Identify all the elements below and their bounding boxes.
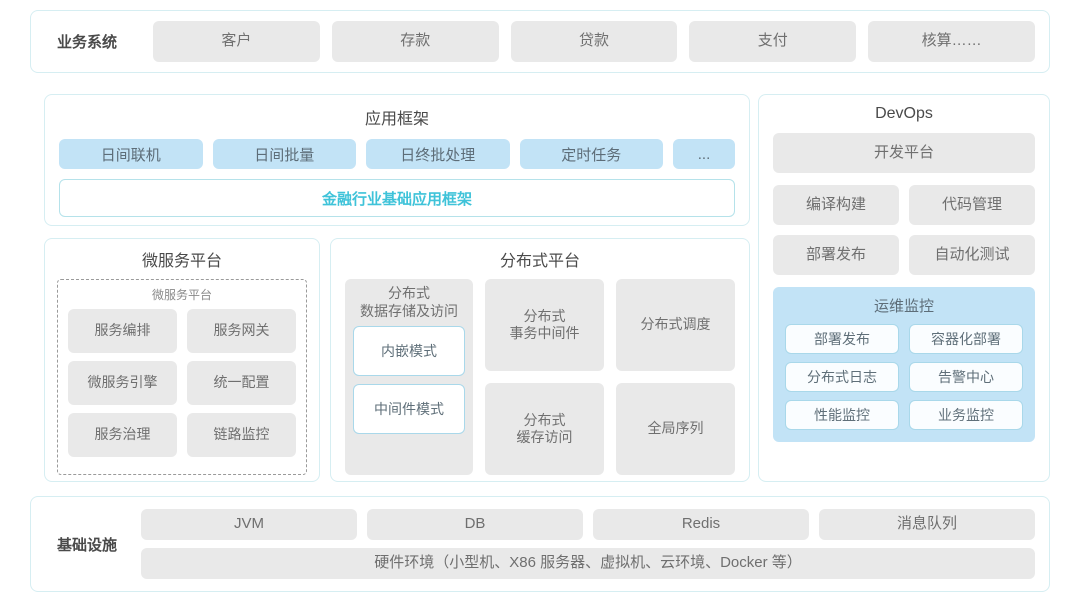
distributed-storage-mode-embedded[interactable]: 内嵌模式 [353,326,465,376]
microservice-item-engine[interactable]: 微服务引擎 [68,361,177,405]
infrastructure-item-message-queue[interactable]: 消息队列 [819,509,1035,540]
microservice-item-orchestration[interactable]: 服务编排 [68,309,177,353]
infrastructure-label: 基础设施 [57,536,118,554]
app-framework-item-daytime-online[interactable]: 日间联机 [59,139,203,169]
devops-item-deploy-release[interactable]: 部署发布 [773,235,899,275]
business-item-loan[interactable]: 贷款 [510,21,678,62]
microservice-platform-title: 微服务平台 [141,253,222,270]
ops-monitor-item-business-monitor[interactable]: 业务监控 [909,400,1023,430]
distributed-items-grid: 分布式 事务中间件 分布式调度 分布式 缓存访问 全局序列 [485,279,735,475]
ops-monitor-item-alert-center[interactable]: 告警中心 [909,362,1023,392]
business-system-label: 业务系统 [57,34,118,51]
app-framework-title: 应用框架 [364,111,429,128]
business-item-accounting[interactable]: 核算…… [868,21,1035,62]
infrastructure-panel: 基础设施 JVM DB Redis 消息队列 硬件环境（小型机、X86 服务器、… [30,496,1050,592]
distributed-storage-title: 分布式 数据存储及访问 [360,285,458,319]
ops-monitor-title: 运维监控 [873,298,934,315]
distributed-item-global-sequence[interactable]: 全局序列 [616,383,735,475]
infrastructure-content: JVM DB Redis 消息队列 硬件环境（小型机、X86 服务器、虚拟机、云… [141,509,1035,579]
infrastructure-hardware-bar[interactable]: 硬件环境（小型机、X86 服务器、虚拟机、云环境、Docker 等） [141,548,1035,579]
microservice-item-unified-config[interactable]: 统一配置 [187,361,296,405]
ops-monitor-item-container-deploy[interactable]: 容器化部署 [909,324,1023,354]
ops-monitor-item-deploy-release[interactable]: 部署发布 [785,324,899,354]
business-item-payment[interactable]: 支付 [689,21,857,62]
distributed-item-scheduling[interactable]: 分布式调度 [616,279,735,371]
microservice-platform-panel: 微服务平台 微服务平台 服务编排 服务网关 微服务引擎 统一配置 服务治理 链路… [44,238,320,482]
devops-item-compile-build[interactable]: 编译构建 [773,185,899,225]
devops-item-code-management[interactable]: 代码管理 [909,185,1035,225]
microservice-sub-title: 微服务平台 [151,288,212,302]
app-framework-item-daytime-batch[interactable]: 日间批量 [212,139,356,169]
distributed-item-cache-access[interactable]: 分布式 缓存访问 [485,383,604,475]
distributed-platform-title: 分布式平台 [499,253,580,270]
ops-monitor-group: 运维监控 部署发布 容器化部署 分布式日志 告警中心 性能监控 业务监控 [773,287,1035,442]
app-framework-base-bar[interactable]: 金融行业基础应用框架 [59,179,735,217]
ops-monitor-item-performance-monitor[interactable]: 性能监控 [785,400,899,430]
distributed-grid: 分布式 数据存储及访问 内嵌模式 中间件模式 分布式 事务中间件 分布式调度 分… [345,279,735,475]
app-framework-item-more[interactable]: ... [673,139,735,169]
microservice-item-governance[interactable]: 服务治理 [68,413,177,457]
app-framework-item-eod-batch[interactable]: 日终批处理 [366,139,510,169]
ops-monitor-item-distributed-log[interactable]: 分布式日志 [785,362,899,392]
devops-item-dev-platform[interactable]: 开发平台 [773,133,1035,173]
app-framework-panel: 应用框架 日间联机 日间批量 日终批处理 定时任务 ... 金融行业基础应用框架 [44,94,750,226]
distributed-storage-block[interactable]: 分布式 数据存储及访问 内嵌模式 中间件模式 [345,279,473,475]
distributed-storage-column: 分布式 数据存储及访问 内嵌模式 中间件模式 [345,279,473,475]
devops-panel: DevOps 开发平台 编译构建 代码管理 部署发布 自动化测试 运维监控 部署… [758,94,1050,482]
ops-monitor-grid: 部署发布 容器化部署 分布式日志 告警中心 性能监控 业务监控 [785,324,1023,430]
app-framework-chip-row: 日间联机 日间批量 日终批处理 定时任务 ... [59,139,735,169]
app-framework-item-scheduled-task[interactable]: 定时任务 [519,139,663,169]
devops-grid: 编译构建 代码管理 部署发布 自动化测试 [773,185,1035,275]
distributed-item-transaction-middleware[interactable]: 分布式 事务中间件 [485,279,604,371]
distributed-storage-mode-middleware[interactable]: 中间件模式 [353,384,465,434]
business-system-panel: 业务系统 客户 存款 贷款 支付 核算…… [30,10,1050,73]
infrastructure-item-redis[interactable]: Redis [593,509,809,540]
microservice-grid: 服务编排 服务网关 微服务引擎 统一配置 服务治理 链路监控 [68,309,296,457]
business-item-customer[interactable]: 客户 [153,21,320,62]
devops-item-automated-test[interactable]: 自动化测试 [909,235,1035,275]
infrastructure-chip-row: JVM DB Redis 消息队列 [141,509,1035,540]
infrastructure-item-jvm[interactable]: JVM [141,509,357,540]
devops-title: DevOps [875,105,933,122]
distributed-platform-panel: 分布式平台 分布式 数据存储及访问 内嵌模式 中间件模式 分布式 事务中间件 分… [330,238,750,482]
microservice-item-trace-monitor[interactable]: 链路监控 [187,413,296,457]
infrastructure-item-db[interactable]: DB [367,509,583,540]
microservice-item-gateway[interactable]: 服务网关 [187,309,296,353]
microservice-dashed-group: 微服务平台 服务编排 服务网关 微服务引擎 统一配置 服务治理 链路监控 [57,279,307,475]
business-item-deposit[interactable]: 存款 [331,21,499,62]
